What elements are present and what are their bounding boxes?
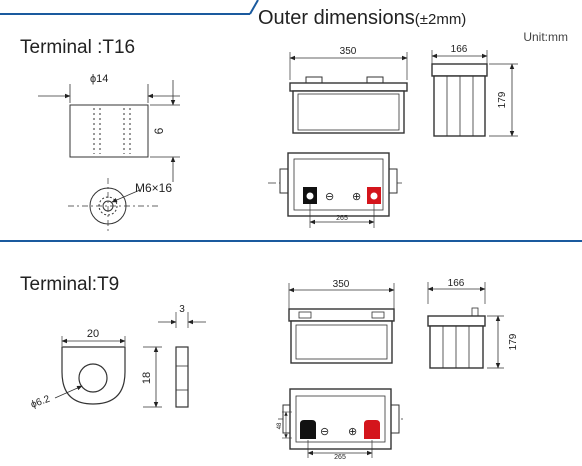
t9-terminal-hole bbox=[78, 363, 108, 393]
unit-label: Unit:mm bbox=[523, 30, 568, 44]
top-spacing-label: 265 bbox=[336, 215, 348, 222]
bottom-length-label: 350 bbox=[333, 279, 350, 290]
header-band: Outer dimensions(±2mm) Unit:mm bbox=[0, 0, 568, 44]
top-pos-symbol: ⊕ bbox=[352, 191, 361, 203]
t9-thickness-label: 3 bbox=[179, 304, 185, 315]
t16-terminal-side-view bbox=[69, 104, 149, 158]
header-rule-slant bbox=[249, 0, 259, 15]
bottom-side-label: 48 bbox=[277, 422, 283, 429]
top-side-body bbox=[433, 75, 486, 137]
bottom-outer-views: 350 166 179 48 bbox=[277, 278, 519, 461]
t9-terminal-side-view bbox=[175, 346, 189, 408]
top-length-label: 350 bbox=[340, 46, 357, 57]
t16-bolt-label: M6×16 bbox=[135, 181, 172, 195]
t9-height-label: 18 bbox=[141, 372, 153, 384]
top-view-body bbox=[287, 152, 390, 217]
bottom-side-body bbox=[429, 325, 484, 369]
top-front-body bbox=[292, 90, 405, 134]
bottom-spacing-label: 265 bbox=[334, 454, 346, 461]
bottom-top-view-body bbox=[289, 388, 392, 450]
t9-hole-label: ϕ6.2 bbox=[29, 394, 52, 411]
top-width-label: 166 bbox=[451, 44, 468, 55]
terminal-t16-title: Terminal :T16 bbox=[20, 37, 135, 58]
bottom-width-label: 166 bbox=[448, 278, 465, 289]
t16-phi-label: ϕ14 bbox=[90, 73, 108, 85]
top-side-lid bbox=[431, 63, 488, 77]
bottom-neg-symbol: ⊖ bbox=[320, 426, 329, 438]
bottom-pos-symbol: ⊕ bbox=[348, 426, 357, 438]
t16-bolt-inner bbox=[98, 196, 118, 216]
top-front-lid bbox=[289, 82, 408, 92]
terminal-t9-title: Terminal:T9 bbox=[20, 274, 119, 295]
bottom-front-body bbox=[290, 320, 393, 364]
terminal-t9-section: Terminal:T9 20 ϕ6.2 18 3 bbox=[20, 274, 206, 411]
terminal-t16-section: Terminal :T16 ϕ14 6 M6×16 bbox=[20, 37, 180, 232]
outer-dimensions-title: Outer dimensions(±2mm) bbox=[258, 7, 466, 29]
top-outer-views: 350 166 179 ⊖ ⊕ 26 bbox=[268, 44, 518, 228]
bottom-height-label: 179 bbox=[508, 333, 519, 350]
t9-width-label: 20 bbox=[87, 328, 99, 340]
bottom-front-lid bbox=[288, 308, 395, 322]
bottom-negative-terminal bbox=[300, 420, 316, 432]
t16-height-label: 6 bbox=[152, 127, 166, 134]
top-height-label: 179 bbox=[497, 91, 508, 108]
top-neg-symbol: ⊖ bbox=[325, 191, 334, 203]
t16-bolt-outer bbox=[89, 187, 127, 225]
bottom-side-lid bbox=[427, 315, 486, 327]
bottom-positive-terminal bbox=[364, 420, 380, 432]
